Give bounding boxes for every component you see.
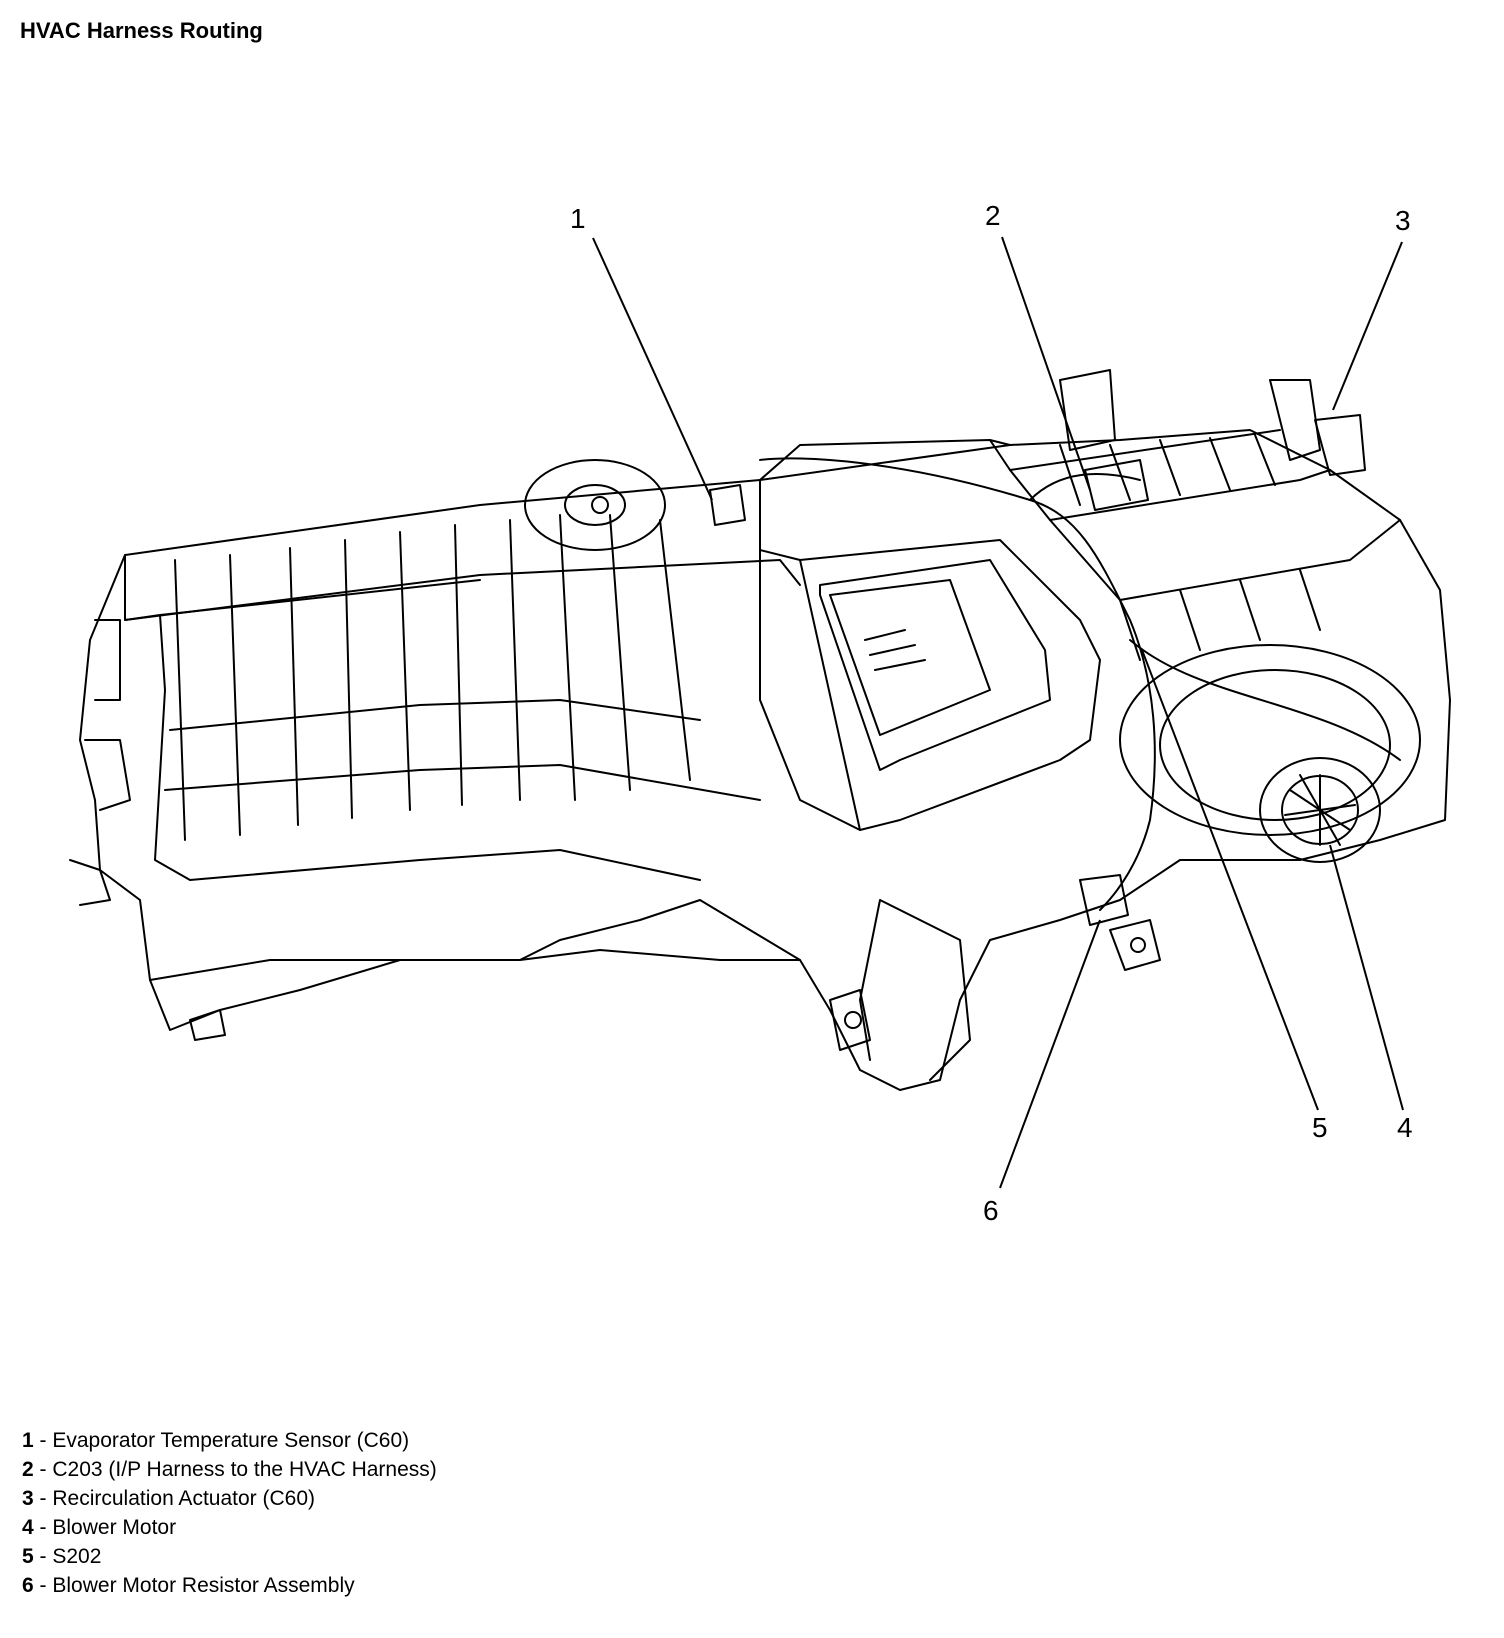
callout-number-5: 5: [1312, 1112, 1328, 1143]
legend-label: Blower Motor Resistor Assembly: [52, 1574, 355, 1597]
hvac-housing-outline: [79, 429, 1451, 1091]
legend-separator: -: [39, 1516, 47, 1539]
legend-label: C203 (I/P Harness to the HVAC Harness): [52, 1458, 437, 1481]
callout-number-6: 6: [983, 1195, 999, 1226]
legend: 1 - Evaporator Temperature Sensor (C60) …: [22, 1426, 437, 1600]
callout-number-1: 1: [570, 203, 586, 234]
legend-row: 1 - Evaporator Temperature Sensor (C60): [22, 1426, 437, 1455]
legend-number: 2: [22, 1458, 34, 1481]
callout-number-4: 4: [1397, 1112, 1413, 1143]
legend-label: S202: [52, 1545, 102, 1568]
leader-line-3: [1332, 241, 1403, 411]
legend-row: 3 - Recirculation Actuator (C60): [22, 1484, 437, 1513]
callout-number-3: 3: [1395, 205, 1411, 236]
legend-row: 4 - Blower Motor: [22, 1513, 437, 1542]
legend-separator: -: [39, 1574, 47, 1597]
legend-label: Evaporator Temperature Sensor (C60): [52, 1429, 410, 1452]
legend-separator: -: [39, 1545, 47, 1568]
legend-number: 5: [22, 1545, 34, 1568]
leader-line-1: [592, 237, 713, 501]
legend-label: Blower Motor: [52, 1516, 177, 1539]
legend-number: 3: [22, 1487, 34, 1510]
legend-row: 5 - S202: [22, 1542, 437, 1571]
leader-line-2: [1001, 236, 1091, 491]
leader-line-6: [999, 919, 1101, 1189]
legend-label: Recirculation Actuator (C60): [52, 1487, 315, 1510]
leader-line-5: [1141, 649, 1319, 1111]
legend-number: 6: [22, 1574, 34, 1597]
leader-line-4: [1329, 844, 1404, 1111]
page-title: HVAC Harness Routing: [20, 18, 263, 43]
legend-number: 4: [22, 1516, 34, 1539]
legend-separator: -: [39, 1458, 47, 1481]
legend-row: 2 - C203 (I/P Harness to the HVAC Harnes…: [22, 1455, 437, 1484]
legend-separator: -: [39, 1487, 47, 1510]
legend-separator: -: [39, 1429, 47, 1452]
callout-number-2: 2: [985, 200, 1001, 231]
legend-row: 6 - Blower Motor Resistor Assembly: [22, 1571, 437, 1600]
legend-number: 1: [22, 1429, 34, 1452]
